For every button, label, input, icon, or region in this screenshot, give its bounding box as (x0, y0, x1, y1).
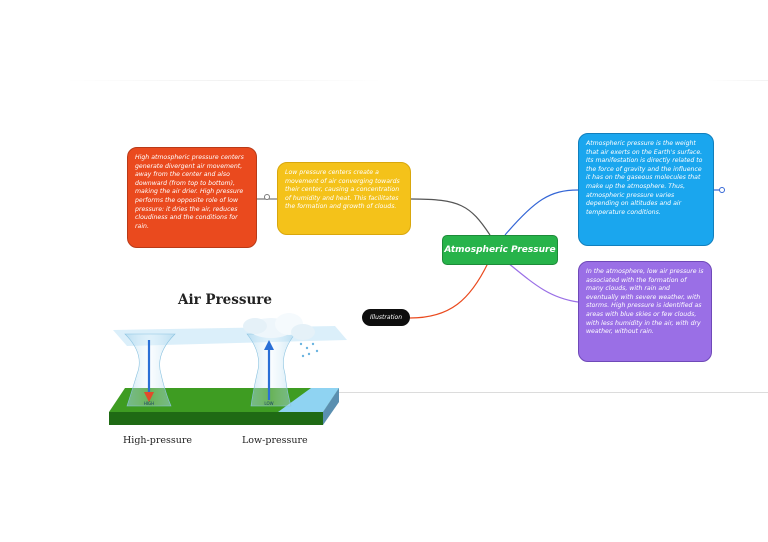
collapse-handle[interactable] (719, 187, 725, 193)
connector-yellow (410, 198, 491, 236)
divider (339, 392, 768, 393)
air-pressure-figure: Air Pressure HIGH (103, 284, 347, 456)
rain-cloud (243, 313, 315, 340)
connector-purple (507, 262, 579, 303)
divider (705, 80, 768, 81)
low-pressure-arrowhead (264, 340, 274, 350)
water-surface (278, 388, 339, 412)
node-illustration[interactable]: Illustration (362, 309, 410, 326)
low-pressure-caption: Low-pressure (242, 435, 308, 446)
low-marker: LOW (264, 401, 273, 406)
node-high-pressure[interactable]: High atmospheric pressure centers genera… (127, 147, 257, 248)
high-marker: HIGH (144, 401, 154, 406)
connector-illustration (409, 262, 489, 319)
collapse-handle[interactable] (264, 194, 270, 200)
high-pressure-arrowhead (144, 392, 154, 402)
node-low-pressure[interactable]: Low pressure centers create a movement o… (277, 162, 411, 235)
ground-side (323, 388, 339, 425)
high-pressure-caption: High-pressure (123, 435, 193, 446)
divider (64, 80, 384, 81)
node-weather[interactable]: In the atmosphere, low air pressure is a… (578, 261, 712, 362)
node-definition[interactable]: Atmospheric pressure is the weight that … (578, 133, 714, 246)
raindrops (299, 342, 319, 358)
connector-blue (504, 189, 579, 236)
air-pressure-illustration: HIGH LOW (109, 313, 347, 425)
low-pressure-column (246, 333, 296, 407)
figure-title: Air Pressure (178, 292, 272, 308)
ground-front (109, 412, 323, 425)
central-topic[interactable]: Atmospheric Pressure (442, 235, 558, 265)
